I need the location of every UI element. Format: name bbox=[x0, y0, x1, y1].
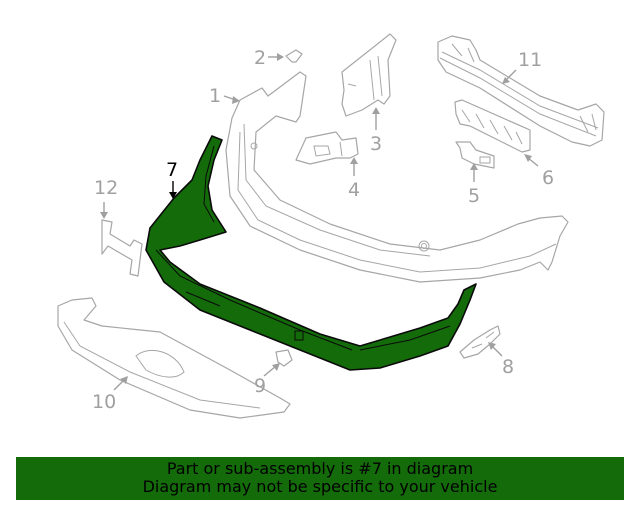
callout-7[interactable]: 7 bbox=[166, 159, 178, 199]
callout-label-7: 7 bbox=[166, 159, 178, 181]
banner-line-1: Part or sub-assembly is #7 in diagram bbox=[166, 459, 474, 478]
banner-line-2: Diagram may not be specific to your vehi… bbox=[142, 477, 498, 496]
part-7-lower-valance[interactable] bbox=[145, 135, 477, 371]
callout-label-6: 6 bbox=[542, 167, 554, 189]
callout-label-9: 9 bbox=[254, 375, 266, 397]
part-10-skid-plate[interactable] bbox=[57, 297, 291, 419]
callout-label-2: 2 bbox=[254, 47, 266, 69]
callout-label-8: 8 bbox=[502, 356, 514, 378]
part-9-cap[interactable] bbox=[275, 349, 293, 367]
callout-1[interactable]: 1 bbox=[209, 85, 240, 107]
callout-label-4: 4 bbox=[348, 179, 360, 201]
callout-9[interactable]: 9 bbox=[254, 363, 280, 397]
callout-6[interactable]: 6 bbox=[524, 154, 554, 189]
callout-label-5: 5 bbox=[468, 185, 480, 207]
part-12-emblem[interactable] bbox=[101, 219, 143, 277]
callout-label-11: 11 bbox=[518, 49, 542, 71]
callout-5[interactable]: 5 bbox=[468, 163, 480, 207]
part-2-clip[interactable] bbox=[285, 49, 303, 63]
info-banner: Part or sub-assembly is #7 in diagram Di… bbox=[16, 457, 624, 500]
part-1-bumper-cover[interactable] bbox=[225, 71, 569, 283]
callout-label-3: 3 bbox=[370, 133, 382, 155]
callout-3[interactable]: 3 bbox=[370, 107, 382, 155]
callout-2[interactable]: 2 bbox=[254, 47, 284, 69]
part-3-side-bracket[interactable] bbox=[341, 33, 397, 117]
callout-11[interactable]: 11 bbox=[502, 49, 542, 84]
part-5-reinforcement-plate[interactable] bbox=[455, 141, 495, 169]
callout-label-10: 10 bbox=[92, 391, 116, 413]
part-11-impact-bar[interactable] bbox=[437, 35, 605, 147]
part-8-support-bracket[interactable] bbox=[459, 325, 501, 359]
callout-label-1: 1 bbox=[209, 85, 221, 107]
callout-8[interactable]: 8 bbox=[488, 342, 514, 378]
callout-4[interactable]: 4 bbox=[348, 157, 360, 201]
callout-12[interactable]: 12 bbox=[94, 177, 118, 219]
callout-label-12: 12 bbox=[94, 177, 118, 199]
part-4-bracket[interactable] bbox=[295, 131, 359, 165]
callout-10[interactable]: 10 bbox=[92, 376, 128, 413]
part-6-energy-absorber[interactable] bbox=[454, 99, 531, 153]
parts-diagram: 1 2 3 4 5 6 7 8 9 10 bbox=[57, 33, 605, 419]
